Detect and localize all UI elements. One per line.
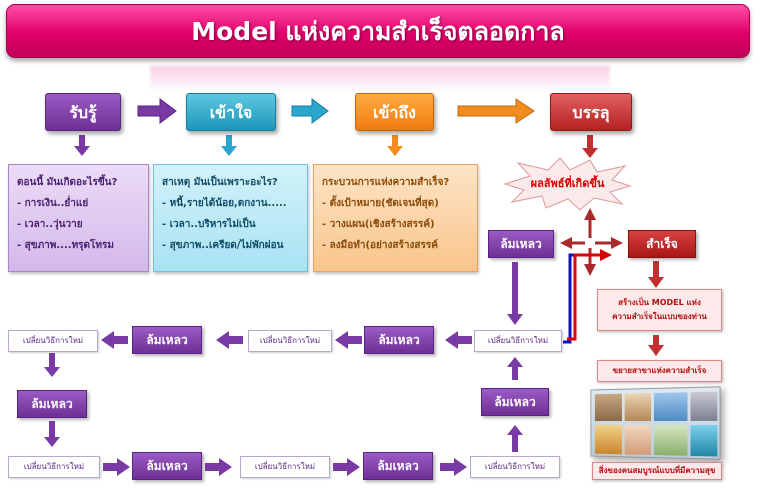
title-banner: Model แห่งความสำเร็จตลอดกาล	[6, 4, 750, 58]
arrow-row1-d	[101, 331, 128, 349]
arrow-stage-3-4	[457, 98, 535, 124]
fail-box: ล้มเหลว	[17, 390, 87, 418]
fail-box: ล้มเหลว	[132, 326, 202, 354]
fail-box: ล้มเหลว	[132, 452, 202, 480]
arrow-row3-b	[205, 458, 232, 476]
arrow-success-down	[648, 261, 664, 288]
arrow-stage-1-2	[137, 98, 177, 124]
title-reflection	[150, 66, 610, 92]
info-box-understand: สาเหตุ มันเป็นเพราะอะไร? - หนี้,รายได้น้…	[153, 164, 308, 272]
info-item: - วางแผน(เชิงสร้างสรรค์)	[322, 219, 435, 230]
arrow-row3-a	[103, 458, 130, 476]
photo-tile	[653, 392, 688, 421]
info-box-access: กระบวนการแห่งความสำเร็จ? - ตั้งเป้าหมาย(…	[313, 164, 478, 272]
change-method-box: เปลี่ยนวิธีการใหม่	[8, 456, 100, 478]
photo-tile	[690, 425, 718, 457]
photo-tile	[624, 424, 652, 455]
info-item: - สุขภาพ....ทรุดโทรม	[17, 240, 114, 251]
fail-box: ล้มเหลว	[363, 452, 433, 480]
info-item: - ลงมือทำ(อย่างสร้างสรรค์	[322, 240, 438, 251]
change-method-box: เปลี่ยนวิธีการใหม่	[240, 456, 330, 478]
fail-box: ล้มเหลว	[364, 326, 434, 354]
info-heading: ตอนนี้ มันเกิดอะไรขึ้น?	[17, 177, 118, 188]
arrow-row1-b	[335, 331, 362, 349]
photo-tile	[594, 393, 622, 422]
expand-box: ขยายสาขาแห่งความสำเร็จ	[597, 360, 722, 382]
stage-perceive: รับรู้	[45, 93, 121, 131]
arrow-right-up-1	[507, 425, 523, 452]
arrow-fail-down	[507, 262, 523, 325]
photo-tile	[653, 425, 688, 456]
photo-tile	[594, 424, 622, 455]
info-item: - เวลา..วุ่นวาย	[17, 219, 83, 230]
info-item: - เวลา..บริหารไม่เป็น	[162, 219, 256, 230]
arrow-row1-a	[445, 331, 472, 349]
success-box: สำเร็จ	[628, 230, 696, 258]
stage-understand: เข้าใจ	[186, 93, 276, 131]
arrow-row1-c	[216, 331, 243, 349]
arrow-left-down-1	[44, 353, 60, 377]
footer-caption: สิ่งของคนสมบูรณ์แบบที่มีความสุข	[592, 462, 722, 480]
photo-tile	[624, 393, 652, 422]
info-item: - ตั้งเป้าหมาย(ชัดเจนที่สุด)	[322, 198, 439, 209]
stage-achieve: บรรลุ	[550, 93, 632, 131]
arrow-left-down-2	[44, 421, 60, 447]
model-line: สร้างเป็น MODEL แห่ง	[618, 298, 701, 307]
photo-tile	[690, 391, 718, 421]
result-label: ผลลัพธ์ที่เกิดขึ้น	[530, 177, 605, 190]
happy-life-photo-collage	[590, 386, 721, 460]
model-line: ความสำเร็จในแบบของท่าน	[612, 312, 707, 321]
arrow-down-4	[582, 135, 598, 158]
arrow-stage-2-3	[291, 98, 329, 124]
result-starburst-shape	[503, 157, 632, 211]
change-method-box: เปลี่ยนวิธีการใหม่	[8, 330, 98, 352]
change-method-box: เปลี่ยนวิธีการใหม่	[248, 330, 332, 352]
arrow-right-up-2	[507, 357, 523, 380]
arrow-down-1	[74, 135, 90, 156]
arrow-row3-c	[333, 458, 360, 476]
info-item: - การเงิน..ย่ำแย่	[17, 198, 89, 209]
fail-box: ล้มเหลว	[481, 388, 549, 416]
red-connector	[567, 249, 612, 341]
info-heading: กระบวนการแห่งความสำเร็จ?	[322, 177, 450, 188]
fail-box-result: ล้มเหลว	[488, 230, 554, 258]
change-method-box: เปลี่ยนวิธีการใหม่	[474, 330, 562, 352]
arrow-model-down	[648, 335, 664, 356]
change-method-box: เปลี่ยนวิธีการใหม่	[470, 456, 560, 478]
arrow-row3-d	[440, 458, 467, 476]
info-item: - หนี้,รายได้น้อย,ตกงาน.....	[162, 198, 287, 209]
info-item: - สุขภาพ..เครียด/ไม่พักผ่อน	[162, 240, 284, 251]
arrow-down-2	[221, 135, 237, 156]
stage-access: เข้าถึง	[355, 93, 434, 131]
info-box-perceive: ตอนนี้ มันเกิดอะไรขึ้น? - การเงิน..ย่ำแย…	[8, 164, 149, 272]
arrow-down-3	[387, 135, 403, 156]
model-box: สร้างเป็น MODEL แห่ง ความสำเร็จในแบบของท…	[597, 289, 722, 331]
info-heading: สาเหตุ มันเป็นเพราะอะไร?	[162, 177, 278, 188]
